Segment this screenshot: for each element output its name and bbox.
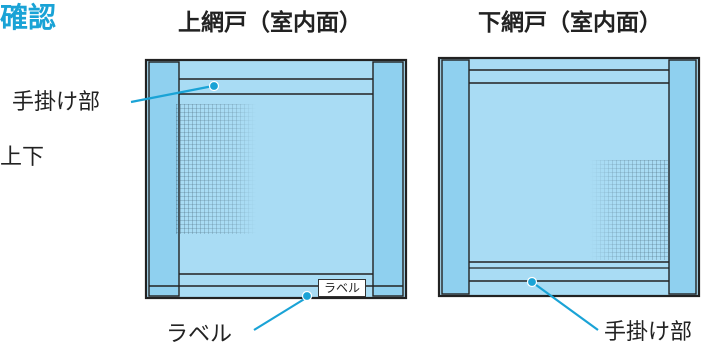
lower-handle-callout: 手掛け部 xyxy=(604,320,693,345)
upper-mesh-texture xyxy=(176,104,256,234)
side-text-fragment: 上下 xyxy=(0,145,45,170)
upper-screen-title: 上網戸（室内面） xyxy=(178,10,362,36)
lower-screen xyxy=(437,56,701,298)
upper-screen xyxy=(144,58,408,300)
heading-fragment: 確認 xyxy=(0,1,57,34)
leader-lines xyxy=(130,80,599,331)
label-callout: ラベル xyxy=(166,322,233,347)
upper-handle-callout: 手掛け部 xyxy=(12,90,101,115)
lower-mesh-texture xyxy=(590,160,668,260)
lower-screen-title: 下網戸（室内面） xyxy=(478,10,662,36)
label-sticker: ラベル xyxy=(318,279,367,297)
